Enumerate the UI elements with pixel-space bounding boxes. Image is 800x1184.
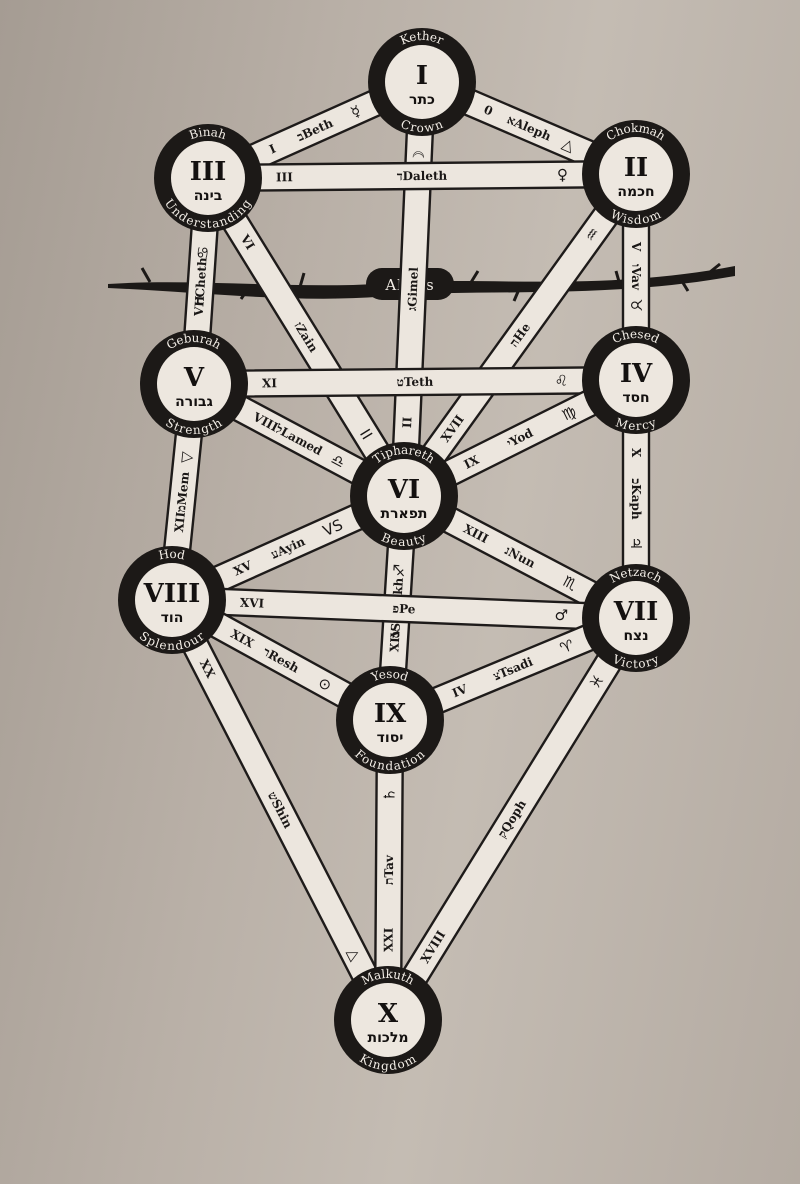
sephirah-hebrew: בינה [194,188,223,204]
sephirah-meaning: Wisdom [609,207,664,227]
sephirah-numeral: III [190,157,227,187]
sephirah-title: Tiphareth [370,443,438,466]
path-number: V [629,241,643,252]
sephirah-numeral: V [183,363,205,393]
path-number: XIV [387,627,403,653]
path-number: III [276,170,293,184]
path-sign-icon: ♄ [380,788,398,802]
path-letter: פPe [392,602,416,617]
path-number: XXI [381,927,395,952]
path-number: XI [262,376,277,390]
path-letter: דDaleth [397,169,448,183]
path-sign-icon: ♋ [193,245,212,260]
path-number: XII [172,511,188,533]
path-number: IV [450,682,470,701]
sephirah-hebrew: חסד [622,390,649,406]
path-letter: חCheth [192,257,209,305]
sephirah-title: Hod [157,547,186,563]
sephirah-hebrew: מלכות [368,1030,409,1046]
sephirah-numeral: VII [613,597,659,627]
path-letter: מMem [174,471,192,513]
sephirah-meaning: Kingdom [357,1051,419,1073]
path-sign-icon: ♂ [554,606,568,625]
sephirah-title: Netzach [607,565,665,586]
path-sign-icon: ♉ [627,299,645,312]
path-letter: תTav [382,854,396,885]
sephirah-numeral: VIII [143,579,201,609]
path-sign-icon: ♀ [557,166,568,184]
path-letter: גGimel [405,266,421,311]
sephirah-hebrew: גבורה [175,394,213,410]
sephirah-hebrew: נצח [623,628,648,644]
sephirah-title: Yesod [368,667,410,685]
sephirah-title: Malkuth [359,967,417,988]
sephirah-title: Chesed [610,327,662,346]
sephirah-meaning: Strength [163,415,225,437]
path-sign-icon: ♃ [627,537,645,550]
path-chokmah-binah: III דDaleth ♀ [206,159,638,193]
path-sign-icon: ♌ [554,372,568,390]
sephirah-meaning: Mercy [614,415,659,433]
sephirah-hebrew: יסוד [377,730,404,746]
path-number: I [267,141,278,156]
path-letter: טTeth [397,375,434,389]
sephirah-meaning: Beauty [379,530,428,549]
path-sign-icon: ☽ [409,150,428,164]
sephirah-meaning: Crown [399,117,445,135]
path-sign-icon: ♐ [390,563,409,578]
sephirah-numeral: IV [620,359,653,389]
path-sign-icon: ♈ [557,636,576,658]
sephirah-numeral: I [416,61,428,91]
path-number: VII [192,295,207,318]
sephiroth: KetherCrownIכתרChokmahWisdomIIחכמהBinahU… [118,28,690,1074]
path-sign-icon: ▽ [177,450,196,464]
sephirah-hebrew: הוד [161,610,184,626]
path-letter: וVav [629,264,643,291]
sephirah-title: Geburah [164,331,224,352]
path-number: XVI [240,596,265,611]
sephirah-title: Kether [398,29,446,48]
sephirah-numeral: VI [387,475,420,505]
sephirah-numeral: II [624,153,648,183]
sephirah-numeral: IX [374,699,407,729]
sephirah-meaning: Victory [610,651,662,671]
path-number: II [400,416,414,428]
sephirah-numeral: X [378,999,399,1029]
path-number: IX [462,452,482,472]
path-letter: כKaph [629,478,643,519]
sephirah-hebrew: כתר [409,92,435,108]
path-chesed-geburah: XI טTeth ♌ [192,365,638,399]
path-number: X [629,448,643,458]
sephirah-hebrew: תפארת [381,506,428,522]
sephirah-hebrew: חכמה [617,184,654,200]
